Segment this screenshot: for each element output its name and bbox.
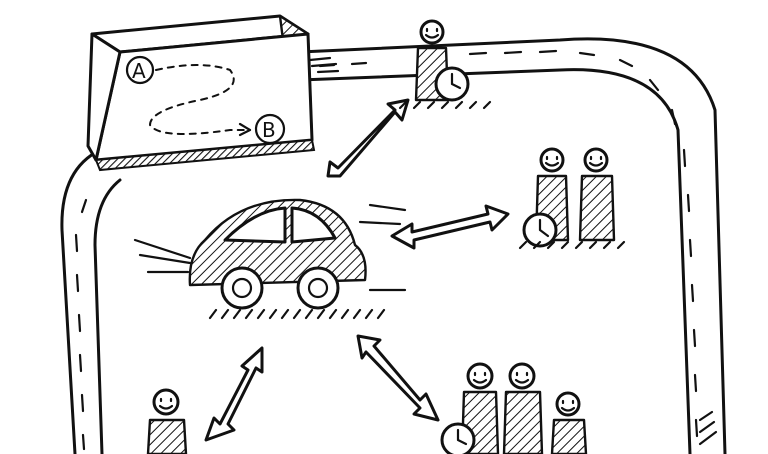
person-with-clock-top (398, 19, 492, 110)
arrow-car-to-group-right (390, 204, 510, 250)
end-point-label: B (262, 118, 276, 142)
start-point-marker (125, 55, 155, 85)
car (133, 198, 407, 320)
car-front-wheel (220, 266, 264, 310)
arrow-car-to-user-bottom-left (204, 346, 264, 442)
arrow-car-to-user-top (326, 98, 410, 178)
person-bottom-left (146, 388, 188, 454)
route-map-box: A B (86, 14, 316, 172)
end-point-marker (254, 113, 286, 145)
start-point-label: A (132, 59, 146, 83)
route-arrowhead (238, 122, 252, 137)
group-of-two-with-clock (518, 147, 626, 250)
road-loop (60, 37, 727, 454)
route-path (148, 64, 251, 135)
arrow-car-to-group-bottom-right (356, 334, 440, 422)
group-of-three-with-clock (440, 362, 588, 454)
car-rear-wheel (296, 266, 340, 310)
